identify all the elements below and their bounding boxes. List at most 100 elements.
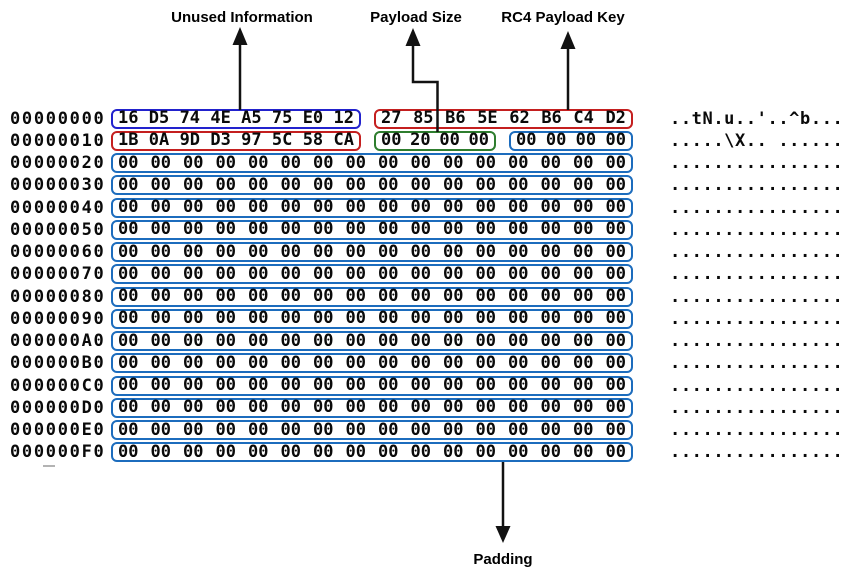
hex-byte: 00 xyxy=(313,352,334,373)
hex-byte: D3 xyxy=(210,130,231,151)
row-ascii: ................ xyxy=(670,375,844,396)
hex-byte: 00 xyxy=(215,375,236,395)
hex-byte: 00 xyxy=(118,286,139,306)
hex-byte: 00 xyxy=(508,352,529,373)
hex-byte: 00 xyxy=(475,352,496,373)
padding-label: Padding xyxy=(473,551,533,568)
hex-byte: 00 xyxy=(248,286,269,306)
hex-byte: 00 xyxy=(540,419,561,440)
hex-byte: 00 xyxy=(280,375,301,395)
hex-byte: 00 xyxy=(150,197,171,217)
hex-byte: 00 xyxy=(378,308,399,329)
hex-byte: 00 xyxy=(183,375,204,395)
row-ascii: ................ xyxy=(670,264,844,285)
hex-byte: 00 xyxy=(605,130,626,151)
hex-byte: 00 xyxy=(605,174,626,195)
hex-byte: 00 xyxy=(183,174,204,195)
hex-byte: 00 xyxy=(118,441,139,462)
hex-byte: E0 xyxy=(302,108,324,128)
hex-byte: 00 xyxy=(439,130,460,151)
hex-byte: 00 xyxy=(118,174,139,195)
hex-byte: 00 xyxy=(248,419,269,440)
hex-byte: 00 xyxy=(573,174,594,195)
hex-byte: 00 xyxy=(313,152,334,173)
hex-byte: 00 xyxy=(378,174,399,195)
hex-byte: 00 xyxy=(280,330,301,351)
hex-byte: 00 xyxy=(280,397,301,418)
hex-byte: 00 xyxy=(540,375,561,395)
hex-byte: 00 xyxy=(248,441,269,462)
row-offset: 000000E0 xyxy=(10,420,106,440)
hex-byte: 00 xyxy=(345,441,366,462)
row-ascii: ................ xyxy=(670,286,844,307)
hex-byte: 00 xyxy=(573,419,594,440)
hex-byte: 00 xyxy=(215,219,236,240)
hex-byte: 00 xyxy=(345,286,366,306)
row-ascii: ................ xyxy=(670,397,844,418)
hex-byte: 00 xyxy=(605,397,626,418)
hex-byte: 00 xyxy=(280,197,301,217)
hex-byte: 00 xyxy=(345,197,366,217)
hex-byte: 00 xyxy=(573,397,594,418)
hex-byte: 00 xyxy=(508,263,529,284)
hex-byte: 00 xyxy=(475,330,496,351)
hex-byte: 00 xyxy=(573,352,594,373)
hex-byte: D2 xyxy=(605,108,626,128)
hex-byte: 12 xyxy=(333,108,354,128)
hex-byte: 00 xyxy=(410,174,431,195)
hex-byte: 00 xyxy=(443,330,464,351)
row-offset: 00000040 xyxy=(10,197,106,218)
hex-byte: CA xyxy=(333,130,354,151)
hex-byte: 5E xyxy=(477,108,498,128)
hex-byte: 00 xyxy=(410,308,431,329)
hex-byte: 00 xyxy=(605,241,626,262)
hex-byte: 00 xyxy=(475,397,496,418)
hex-byte: 00 xyxy=(605,441,626,462)
hex-byte: 00 xyxy=(410,375,431,395)
hex-byte: 00 xyxy=(508,197,529,217)
hex-byte: 85 xyxy=(413,108,434,128)
hex-byte: 00 xyxy=(248,330,269,351)
hex-byte: 00 xyxy=(215,241,236,262)
hex-byte: 00 xyxy=(118,308,139,329)
hex-byte: 00 xyxy=(248,219,269,240)
hex-byte: 00 xyxy=(248,197,269,217)
hex-byte: 00 xyxy=(605,263,626,284)
hex-byte: 00 xyxy=(313,174,334,195)
hex-byte: 00 xyxy=(410,197,431,217)
hex-byte: 00 xyxy=(248,397,269,418)
hex-byte: 00 xyxy=(183,308,204,329)
hex-byte: 00 xyxy=(345,308,366,329)
hex-byte: 00 xyxy=(508,152,529,173)
hex-byte: 00 xyxy=(183,419,204,440)
hex-byte: 00 xyxy=(150,174,171,195)
hex-byte: 00 xyxy=(410,263,431,284)
hex-byte: 00 xyxy=(183,197,204,217)
hex-byte: 00 xyxy=(280,241,301,262)
hex-byte: 00 xyxy=(573,375,594,395)
hex-byte: 00 xyxy=(410,219,431,240)
hex-byte: 00 xyxy=(540,308,561,329)
hex-byte: 00 xyxy=(150,441,171,462)
hex-byte: 00 xyxy=(475,152,496,173)
hex-byte: 00 xyxy=(150,397,171,418)
hex-byte: 00 xyxy=(215,419,236,440)
hex-byte: 00 xyxy=(280,263,301,284)
hex-byte: 00 xyxy=(508,219,529,240)
hex-byte: 00 xyxy=(183,286,204,306)
hex-byte: 00 xyxy=(345,152,366,173)
hex-byte: 00 xyxy=(150,286,171,306)
hex-byte: 00 xyxy=(605,330,626,351)
hex-byte: 00 xyxy=(540,197,561,217)
hex-byte: 00 xyxy=(378,241,399,262)
